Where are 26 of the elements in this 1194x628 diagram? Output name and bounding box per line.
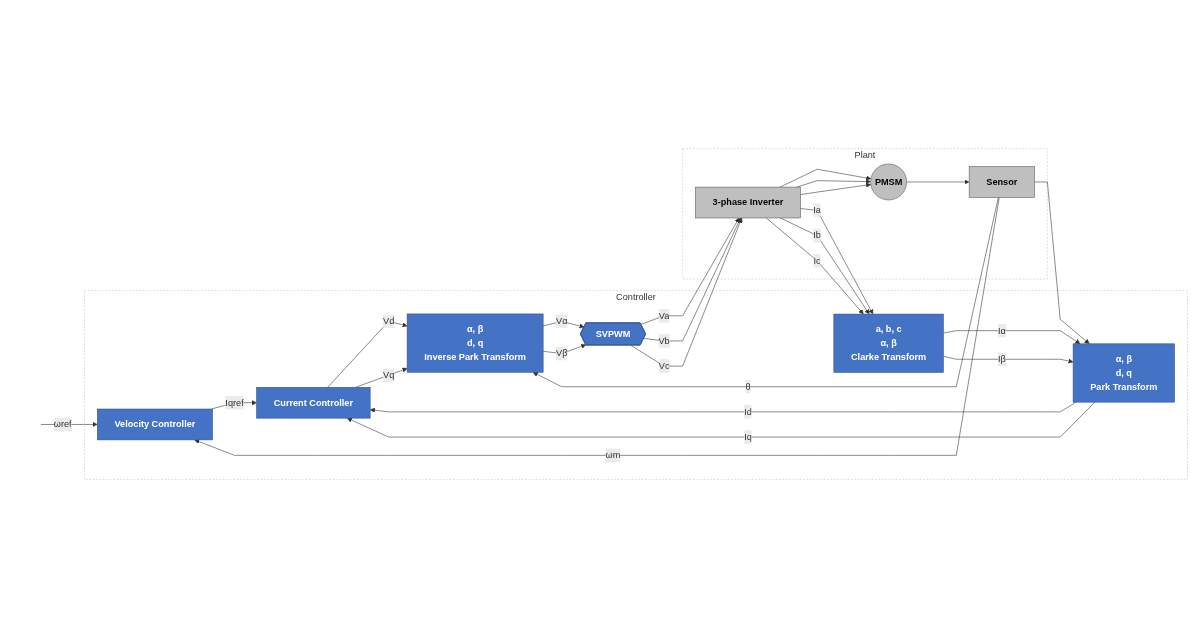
edge-label: Ia <box>813 205 821 215</box>
edge-label: Iα <box>997 325 1006 336</box>
node-box: α, β d, q Park Transform <box>1072 343 1175 403</box>
edge-label: Vq <box>383 370 395 380</box>
node-circle: PMSM <box>870 163 907 201</box>
node-box: a, b, c α, β Clarke Transform <box>833 313 944 373</box>
edge-label: Iqref <box>225 397 244 408</box>
edge-label: Iβ <box>997 354 1006 364</box>
edge-label: Ib <box>813 230 821 241</box>
edge-label: Ic <box>813 255 821 266</box>
edge-label: ωref <box>53 419 72 430</box>
edge-label: Vβ <box>556 348 568 359</box>
edge-label: Vα <box>556 316 568 326</box>
node-box: Velocity Controller <box>97 408 213 441</box>
node-box: Current Controller <box>256 387 371 419</box>
edge-label: ωm <box>605 450 621 460</box>
edge-label: Va <box>658 310 670 321</box>
edge-label: Vd <box>383 316 395 326</box>
edge-label: Vc <box>658 360 670 371</box>
node-box: α, β d, q Inverse Park Transform <box>406 313 544 373</box>
edge-label: Iq <box>744 431 752 442</box>
edge-label: Vb <box>658 335 670 346</box>
edge-label: Id <box>744 406 752 417</box>
node-box: 3-phase Inverter <box>695 186 801 219</box>
node-box: Sensor <box>968 166 1035 198</box>
edge-label: θ <box>745 381 751 392</box>
